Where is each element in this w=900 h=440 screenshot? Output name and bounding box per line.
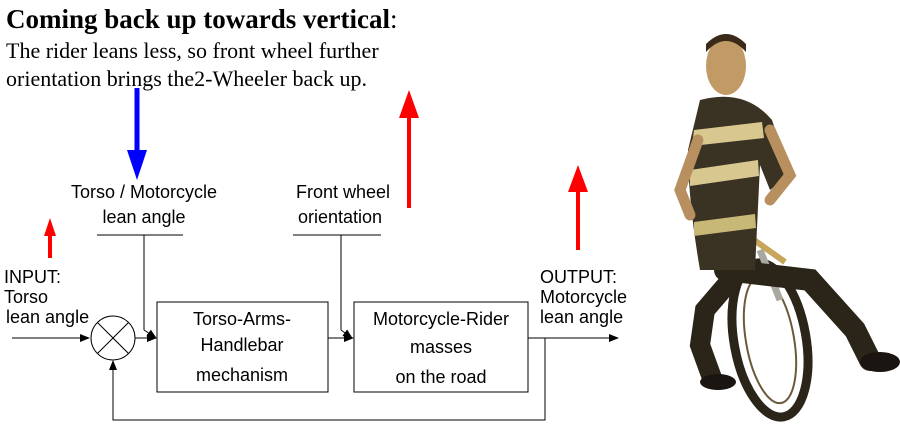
description-line-2: orientation brings the2-Wheeler back up. <box>6 66 368 91</box>
red-up-arrow-front-wheel <box>399 90 419 208</box>
label-output-line1: OUTPUT: <box>540 267 617 287</box>
arrow-torso-to-mechanism <box>143 329 157 339</box>
block-masses-line2: masses <box>410 337 472 357</box>
label-input-line2: Torso <box>4 287 48 307</box>
label-front-wheel-line2: orientation <box>298 207 382 227</box>
block-masses-line1: Motorcycle-Rider <box>373 309 509 329</box>
label-input-line1: INPUT: <box>4 267 61 287</box>
label-output-line2: Motorcycle <box>540 287 627 307</box>
blue-down-arrow <box>127 88 147 180</box>
block-mechanism-line1: Torso-Arms- <box>193 309 291 329</box>
block-masses-line3: on the road <box>395 367 486 387</box>
block-torso-arms-handlebar <box>156 301 329 393</box>
label-input-line3: lean angle <box>6 307 89 327</box>
feedback-loop-line <box>109 338 546 421</box>
summing-junction-icon <box>90 315 136 361</box>
block-mechanism-line3: mechanism <box>196 365 288 385</box>
block-motorcycle-rider-masses <box>353 301 529 393</box>
page-heading: Coming back up towards vertical: <box>6 2 398 36</box>
red-up-arrow-input <box>44 218 56 258</box>
block-mechanism-line2: Handlebar <box>200 335 283 355</box>
label-torso-motorcycle-line2: lean angle <box>102 207 185 227</box>
red-up-arrow-output <box>568 165 588 250</box>
label-output-line3: lean angle <box>540 307 623 327</box>
heading-title: Coming back up towards vertical <box>6 4 390 34</box>
cyclist-figure-icon <box>674 34 900 422</box>
heading-colon: : <box>390 4 398 34</box>
description-line-1: The rider leans less, so front wheel fur… <box>6 38 379 63</box>
arrow-front-wheel-to-masses <box>340 329 353 339</box>
label-front-wheel-line1: Front wheel <box>296 182 390 202</box>
label-torso-motorcycle-line1: Torso / Motorcycle <box>71 182 217 202</box>
